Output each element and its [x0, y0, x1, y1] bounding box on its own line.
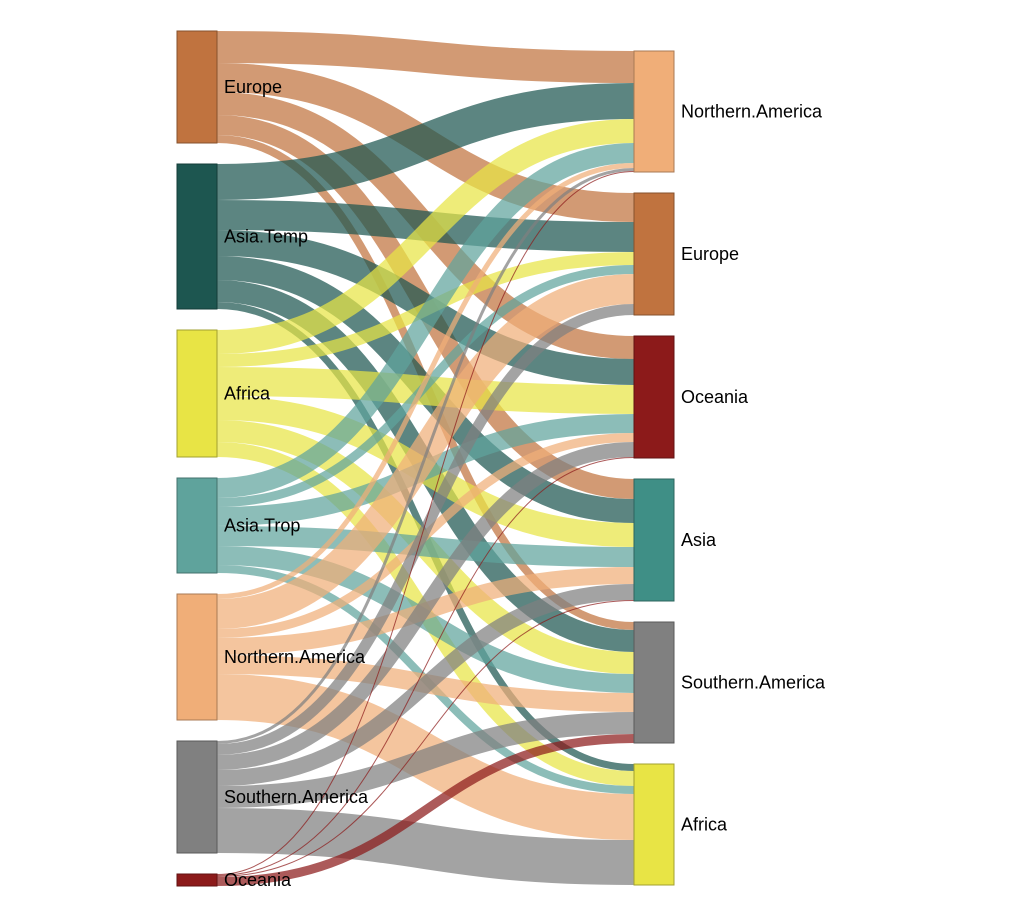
source-label-asia-trop: Asia.Trop — [224, 516, 300, 536]
target-node-africa[interactable] — [633, 763, 675, 886]
link-europe-to-northern-america[interactable] — [216, 31, 635, 83]
source-label-europe: Europe — [224, 77, 282, 97]
source-label-oceania: Oceania — [224, 870, 292, 890]
link-oceania-to-asia[interactable] — [216, 600, 635, 877]
link-northern-america-to-europe[interactable] — [216, 274, 635, 629]
nodes-layer: EuropeAsia.TempAfricaAsia.TropNorthern.A… — [176, 30, 826, 890]
link-southern-america-to-oceania[interactable] — [216, 442, 635, 770]
target-node-asia[interactable] — [633, 478, 675, 602]
target-label-asia: Asia — [681, 530, 717, 550]
target-label-oceania: Oceania — [681, 387, 749, 407]
link-asia-trop-to-asia[interactable] — [216, 526, 635, 567]
source-label-southern-america: Southern.America — [224, 787, 369, 807]
source-node-northern-america[interactable] — [176, 593, 218, 721]
target-label-southern-america: Southern.America — [681, 673, 826, 693]
link-asia-temp-to-northern-america[interactable] — [216, 83, 635, 200]
target-node-northern-america[interactable] — [633, 50, 675, 173]
link-southern-america-to-asia[interactable] — [216, 584, 635, 786]
source-node-asia-temp[interactable] — [176, 163, 218, 310]
links-layer — [216, 31, 635, 886]
target-node-europe[interactable] — [633, 192, 675, 316]
link-northern-america-to-northern-america[interactable] — [216, 163, 635, 599]
source-node-asia-trop[interactable] — [176, 477, 218, 574]
source-label-asia-temp: Asia.Temp — [224, 227, 308, 247]
link-oceania-to-southern-america[interactable] — [216, 734, 635, 886]
link-southern-america-to-northern-america[interactable] — [216, 168, 635, 744]
source-label-africa: Africa — [224, 384, 271, 404]
target-label-northern-america: Northern.America — [681, 102, 823, 122]
link-oceania-to-northern-america[interactable] — [216, 171, 635, 875]
source-label-northern-america: Northern.America — [224, 647, 366, 667]
target-node-southern-america[interactable] — [633, 621, 675, 744]
link-southern-america-to-southern-america[interactable] — [216, 712, 635, 808]
source-node-southern-america[interactable] — [176, 740, 218, 854]
source-node-africa[interactable] — [176, 329, 218, 458]
link-oceania-to-oceania[interactable] — [216, 457, 635, 876]
target-label-europe: Europe — [681, 244, 739, 264]
source-node-europe[interactable] — [176, 30, 218, 144]
target-label-africa: Africa — [681, 815, 728, 835]
link-southern-america-to-africa[interactable] — [216, 808, 635, 885]
target-node-oceania[interactable] — [633, 335, 675, 459]
source-node-oceania[interactable] — [176, 873, 218, 887]
link-africa-to-northern-america[interactable] — [216, 119, 635, 354]
link-southern-america-to-europe[interactable] — [216, 304, 635, 755]
link-asia-trop-to-northern-america[interactable] — [216, 143, 635, 498]
